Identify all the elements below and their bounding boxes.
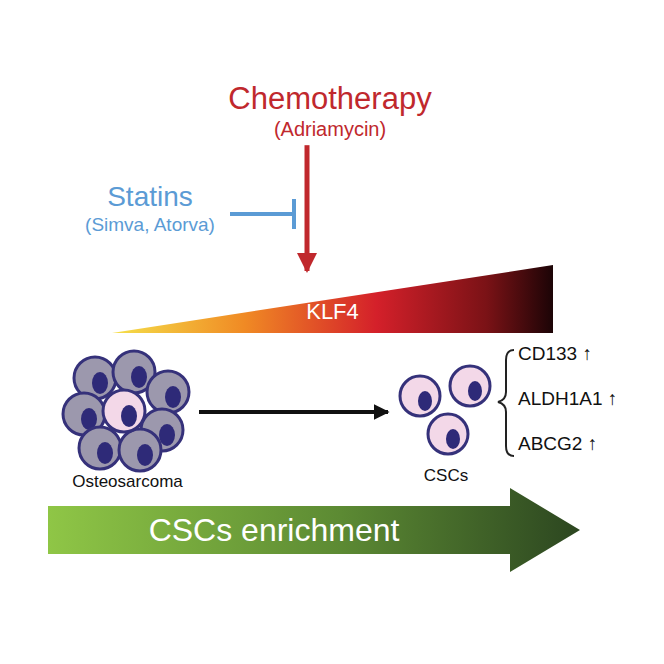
- marker-label: ABCG2 ↑: [518, 433, 597, 455]
- marker-bracket: [498, 350, 514, 456]
- node-title: KLF4: [306, 299, 359, 325]
- node-title: CSCs: [424, 466, 468, 486]
- arrow-connector: [199, 410, 388, 414]
- chemotherapy-node: Chemotherapy(Adriamycin): [186, 80, 474, 141]
- csc-group: CSCs: [390, 360, 502, 486]
- node-title: CSCs enrichment: [149, 511, 400, 549]
- node-subtitle: (Adriamycin): [186, 117, 474, 141]
- node-subtitle: (Simva, Atorva): [71, 214, 229, 237]
- node-title: Osteosarcoma: [72, 472, 183, 492]
- osteosarcoma-group: Osteosarcoma: [60, 350, 195, 492]
- klf4-wedge: KLF4: [112, 265, 553, 333]
- node-title: Chemotherapy: [186, 80, 474, 117]
- marker-label: CD133 ↑: [518, 343, 592, 365]
- statins-node: Statins(Simva, Atorva): [71, 180, 229, 236]
- marker-label: ALDH1A1 ↑: [518, 388, 617, 410]
- csc-cells: [400, 366, 490, 454]
- arrow-connector: [305, 145, 310, 271]
- osteosarcoma-cells: [63, 351, 189, 471]
- inhibition-line: [232, 201, 294, 227]
- enrichment-arrow: CSCs enrichment: [48, 488, 580, 572]
- node-title: Statins: [71, 180, 229, 214]
